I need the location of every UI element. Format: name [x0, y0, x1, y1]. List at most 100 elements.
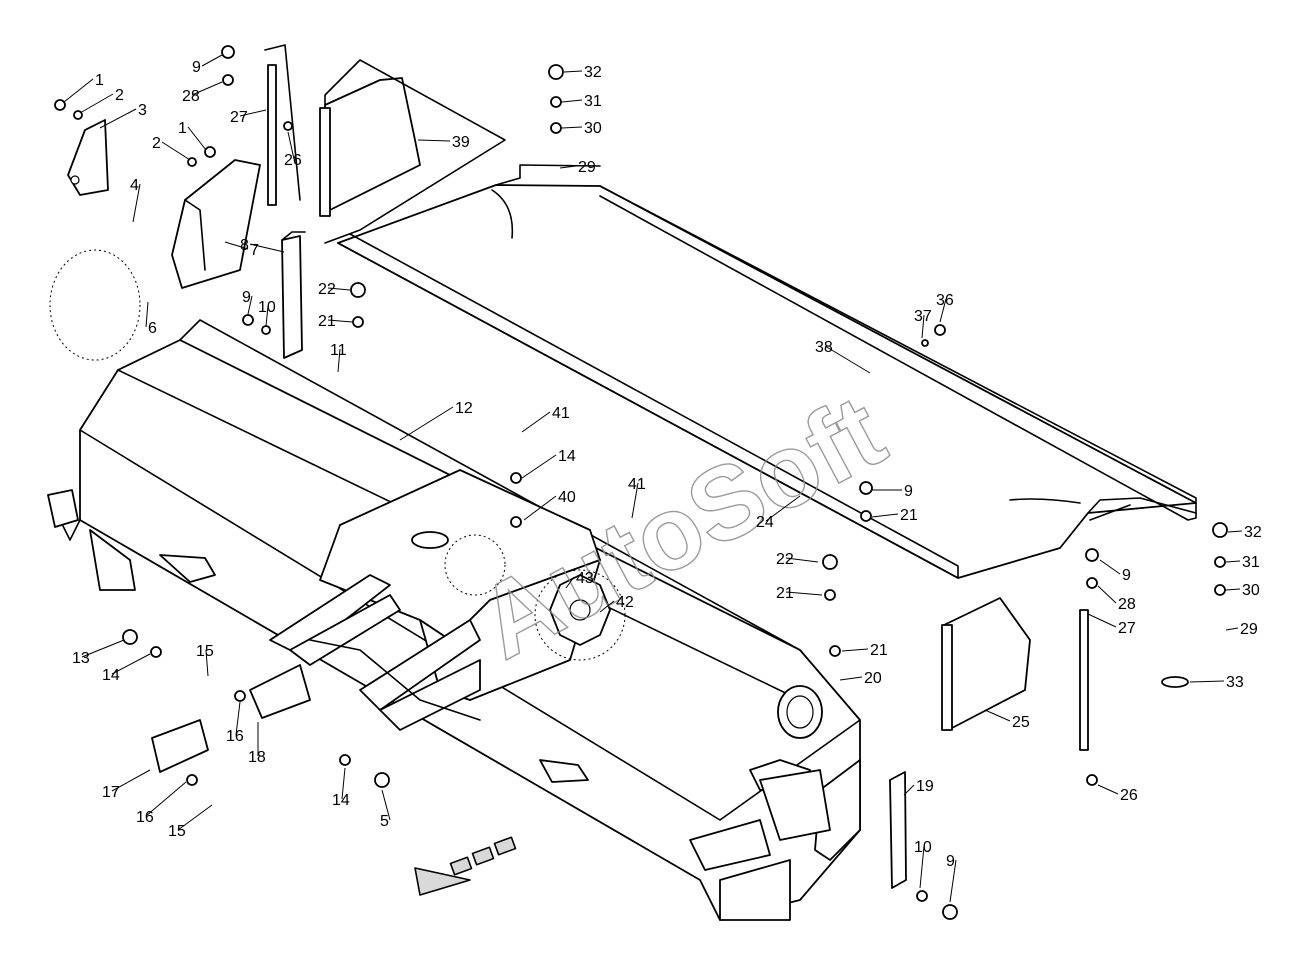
callout-c19: 19: [916, 778, 934, 795]
leader-line-c5: [381, 789, 391, 821]
leader-line-c15a: [205, 649, 209, 677]
dotted-hub-outline: [444, 534, 506, 596]
leader-line-c13: [81, 639, 125, 658]
leader-line-c16a: [235, 701, 241, 736]
callout-c21b: 21: [900, 507, 918, 524]
leader-line-c14c: [341, 767, 346, 800]
leader-line-c39: [417, 139, 451, 142]
callout-c14c: 14: [332, 792, 350, 809]
callout-c41a: 41: [552, 405, 570, 422]
callout-c4: 4: [130, 177, 139, 194]
leader-line-c43: [565, 576, 575, 589]
callout-c28a: 28: [182, 88, 200, 105]
callout-c18: 18: [248, 749, 266, 766]
rod-27: [264, 44, 301, 206]
leader-line-c19: [903, 784, 915, 796]
callout-c32b: 32: [1244, 524, 1262, 541]
leader-line-c3: [99, 108, 137, 129]
leader-line-c10a: [265, 305, 269, 327]
callout-c30a: 30: [584, 120, 602, 137]
callout-c16a: 16: [226, 728, 244, 745]
callout-c8: 8: [240, 237, 249, 254]
callout-c5: 5: [380, 813, 389, 830]
leader-line-c32a: [563, 70, 583, 73]
leader-line-c42: [599, 600, 615, 613]
leader-line-c30a: [561, 126, 583, 129]
leader-line-c37: [921, 314, 925, 339]
leader-line-c29b: [1225, 627, 1239, 631]
callout-c14b: 14: [102, 667, 120, 684]
leader-line-c17: [111, 769, 151, 792]
callout-c14a: 14: [558, 448, 576, 465]
callout-c21c: 21: [776, 585, 794, 602]
callout-c26b: 26: [1120, 787, 1138, 804]
bracket-7: [171, 159, 261, 289]
leader-line-c9d: [1099, 559, 1121, 575]
leader-line-c38: [824, 345, 871, 374]
callout-c16b: 16: [136, 809, 154, 826]
callout-c30b: 30: [1242, 582, 1260, 599]
leader-line-c31b: [1225, 560, 1241, 563]
leader-line-c27a: [239, 109, 267, 117]
leader-line-c33: [1189, 680, 1225, 683]
leader-line-c21b: [871, 513, 899, 518]
callout-c24: 24: [756, 514, 774, 531]
rotor-disc-42: [534, 569, 626, 661]
callout-c3: 3: [138, 102, 147, 119]
callout-c26a: 26: [284, 152, 302, 169]
callout-c17: 17: [102, 784, 120, 801]
callout-c25: 25: [1012, 714, 1030, 731]
dotted-plate-outline: [49, 249, 141, 361]
leader-line-c2b: [161, 141, 191, 161]
leader-line-c15b: [177, 804, 213, 831]
callout-c37: 37: [914, 308, 932, 325]
callout-c10b: 10: [914, 839, 932, 856]
gearbox-assembly: [151, 469, 601, 773]
leader-line-c16b: [145, 781, 187, 817]
callout-c31a: 31: [584, 93, 602, 110]
bracket-3: [67, 119, 109, 196]
callout-c22b: 22: [776, 551, 794, 568]
callout-c42: 42: [616, 594, 634, 611]
leader-line-c1b: [187, 126, 207, 151]
leader-line-c14a: [521, 454, 557, 479]
callout-c36: 36: [936, 292, 954, 309]
leader-line-c7: [224, 241, 249, 250]
leader-line-c20: [839, 676, 863, 681]
leader-line-c12: [399, 406, 454, 441]
callout-c31b: 31: [1242, 554, 1260, 571]
bracket-19: [889, 771, 907, 889]
leader-line-c11: [337, 348, 341, 373]
callout-c39: 39: [452, 134, 470, 151]
callout-c22a: 22: [318, 281, 336, 298]
callout-c27a: 27: [230, 109, 248, 126]
leader-line-c6: [145, 301, 149, 328]
leader-line-c9b: [247, 295, 253, 315]
leader-line-c21c: [785, 591, 823, 596]
callout-c7: 7: [250, 242, 259, 259]
leader-lines: [63, 54, 1243, 903]
callout-c38: 38: [815, 339, 833, 356]
callout-c33: 33: [1226, 674, 1244, 691]
leader-line-c24: [765, 495, 801, 522]
callout-c13: 13: [72, 650, 90, 667]
leader-line-c10b: [919, 845, 925, 889]
leader-line-c32b: [1227, 530, 1243, 533]
leader-line-c31a: [561, 99, 583, 103]
callout-c1a: 1: [95, 72, 104, 89]
leader-line-c9a: [201, 54, 223, 67]
hardware-parts: [54, 45, 1228, 920]
callout-c2b: 2: [152, 135, 161, 152]
callout-c41b: 41: [628, 476, 646, 493]
callout-c9e: 9: [946, 853, 955, 870]
callout-c21a: 21: [318, 313, 336, 330]
callout-c20: 20: [864, 670, 882, 687]
callout-c1b: 1: [178, 120, 187, 137]
leader-line-c28a: [191, 81, 223, 96]
callout-c9b: 9: [242, 289, 251, 306]
flap-25: [941, 597, 1031, 731]
leader-line-c4: [132, 183, 141, 223]
callout-c27b: 27: [1118, 620, 1136, 637]
leader-line-c27b: [1087, 613, 1117, 628]
